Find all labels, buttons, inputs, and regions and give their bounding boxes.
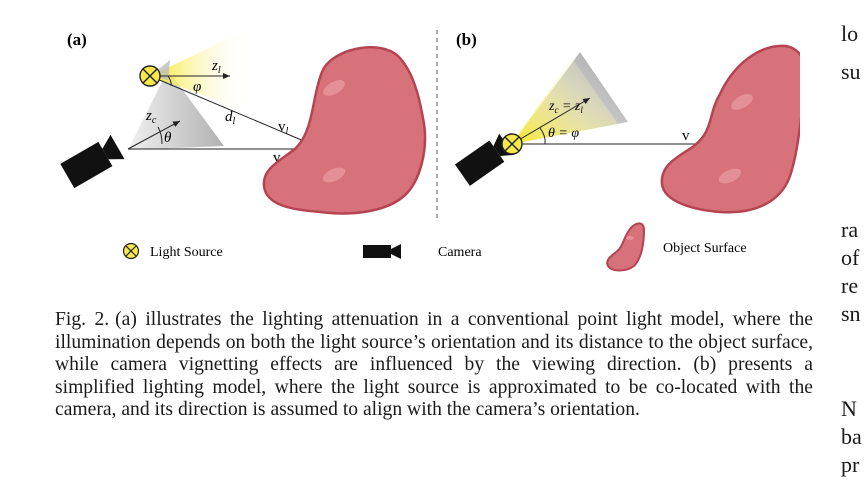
camera-view-cone [128,70,224,150]
right-col-line: N [841,396,857,421]
figure-graphic: (a) zl φ zc θ dl vl vc [60,28,800,272]
right-col-line: pr [841,452,860,477]
right-col-line: of [841,245,860,270]
legend-object-surface-icon [606,222,646,272]
svg-text:vl: vl [278,119,289,137]
label-theta: θ [164,130,172,146]
label-v-c: v [273,150,281,166]
label-v-l: v [278,119,286,135]
right-col-line: lo [841,21,859,46]
legend-camera: Camera [438,245,482,260]
label-zc-eq-zl: z [548,99,555,114]
svg-text:zc = zl: zc = zl [548,99,583,115]
legend: Light Source Camera Object Surface [122,222,747,272]
right-col-line: ra [841,217,859,242]
right-col-line: su [841,59,861,84]
right-column-clip: lo su ra of re sn N ba pr [841,0,864,500]
zc-zl-axis [511,97,591,145]
svg-text:zl: zl [211,58,221,76]
object-surface-a [262,46,427,215]
v-l-vector [149,75,319,148]
svg-text:zc: zc [145,108,157,126]
z-c-axis [127,120,181,150]
light-source-icon [139,65,161,87]
panel-a: (a) zl φ zc θ dl vl vc [60,28,427,215]
label-z-l: z [211,58,218,74]
legend-light-source: Light Source [150,245,223,260]
caption-label: Fig. 2. [55,309,110,330]
legend-object-surface: Object Surface [663,241,747,256]
right-col-line: sn [841,301,861,326]
light-cone-b [512,58,618,144]
right-col-line: ba [841,424,862,449]
figure-2: (a) zl φ zc θ dl vl vc [60,28,800,272]
panel-b-label: (b) [456,30,477,49]
label-z-c: z [145,108,152,124]
legend-camera-icon [363,244,401,259]
light-source-icon-b [501,133,523,155]
label-phi: φ [193,79,201,95]
svg-text:dl: dl [225,109,236,127]
figure-caption: Fig. 2.(a) illustrates the lighting atte… [55,309,813,422]
label-v: v [682,128,690,144]
camera-icon [60,134,125,189]
panel-b: (b) zc = zl θ = φ v [454,30,800,214]
label-theta-eq-phi: θ = φ [548,126,579,141]
light-cone [150,28,251,112]
panel-a-label: (a) [67,30,87,49]
object-surface-b [660,44,800,214]
label-d-l: d [225,109,233,125]
caption-text: (a) illustrates the lighting attenuation… [55,309,813,421]
right-col-line: re [841,273,859,298]
legend-light-source-icon [122,242,140,260]
